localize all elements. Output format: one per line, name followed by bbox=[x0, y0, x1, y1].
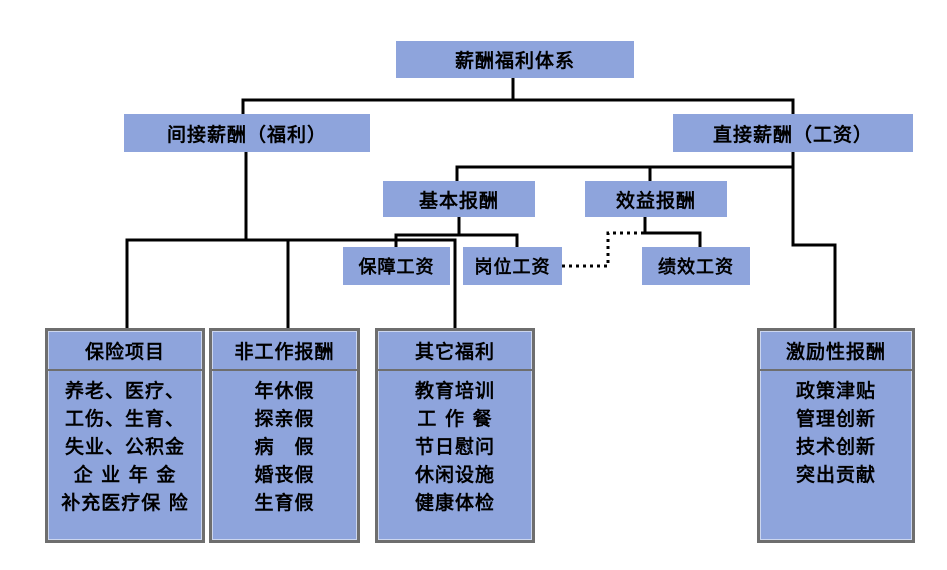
list-item: 婚丧假 bbox=[254, 464, 315, 486]
list-item: 工伤、生育、 bbox=[64, 408, 185, 430]
detail-box-other-welfare: 其它福利 教育培训 工 作 餐 节日慰问 休闲设施 健康体检 bbox=[375, 328, 535, 543]
list-item: 工 作 餐 bbox=[417, 408, 493, 430]
list-item: 补充医疗保 险 bbox=[61, 492, 189, 514]
detail-box-insurance-title: 保险项目 bbox=[48, 331, 202, 371]
detail-box-non-work: 非工作报酬 年休假 探亲假 病 假 婚丧假 生育假 bbox=[209, 328, 360, 543]
node-position-wage: 岗位工资 bbox=[463, 247, 562, 285]
connector-dotted-position-benefit bbox=[562, 231, 645, 268]
list-item: 休闲设施 bbox=[414, 464, 495, 486]
detail-box-insurance-items: 养老、医疗、 工伤、生育、 失业、公积金 企 业 年 金 补充医疗保 险 bbox=[48, 371, 202, 517]
detail-box-incentive: 激励性报酬 政策津贴 管理创新 技术创新 突出贡献 bbox=[757, 328, 915, 543]
list-item: 年休假 bbox=[254, 380, 315, 402]
node-guaranteed-wage: 保障工资 bbox=[343, 247, 450, 285]
node-benefit-pay: 效益报酬 bbox=[585, 181, 727, 217]
node-basic-pay: 基本报酬 bbox=[383, 181, 535, 217]
list-item: 教育培训 bbox=[414, 380, 495, 402]
list-item: 失业、公积金 bbox=[64, 436, 185, 458]
detail-box-other-welfare-title: 其它福利 bbox=[378, 331, 532, 371]
list-item: 节日慰问 bbox=[414, 436, 495, 458]
detail-box-other-welfare-items: 教育培训 工 作 餐 节日慰问 休闲设施 健康体检 bbox=[378, 371, 532, 517]
detail-box-non-work-title: 非工作报酬 bbox=[212, 331, 357, 371]
connector-direct-children bbox=[455, 152, 837, 328]
list-item: 生育假 bbox=[254, 492, 315, 514]
list-item: 探亲假 bbox=[254, 408, 315, 430]
list-item: 健康体检 bbox=[414, 492, 495, 514]
node-indirect-compensation: 间接薪酬（福利） bbox=[124, 114, 370, 152]
connector-benefit-child bbox=[643, 217, 702, 247]
list-item: 突出贡献 bbox=[795, 464, 876, 486]
list-item: 养老、医疗、 bbox=[64, 380, 185, 402]
node-root: 薪酬福利体系 bbox=[396, 41, 634, 78]
list-item: 技术创新 bbox=[795, 436, 876, 458]
list-item: 管理创新 bbox=[795, 408, 876, 430]
connector-indirect-children bbox=[125, 152, 457, 328]
node-direct-compensation: 直接薪酬（工资） bbox=[673, 114, 913, 152]
connector-root-children bbox=[241, 78, 795, 114]
detail-box-insurance: 保险项目 养老、医疗、 工伤、生育、 失业、公积金 企 业 年 金 补充医疗保 … bbox=[45, 328, 205, 543]
node-performance-wage: 绩效工资 bbox=[642, 247, 750, 285]
detail-box-incentive-items: 政策津贴 管理创新 技术创新 突出贡献 bbox=[760, 371, 912, 489]
list-item: 政策津贴 bbox=[795, 380, 876, 402]
list-item: 企 业 年 金 bbox=[73, 464, 177, 486]
list-item: 病 假 bbox=[254, 436, 315, 458]
detail-box-non-work-items: 年休假 探亲假 病 假 婚丧假 生育假 bbox=[212, 371, 357, 517]
detail-box-incentive-title: 激励性报酬 bbox=[760, 331, 912, 371]
